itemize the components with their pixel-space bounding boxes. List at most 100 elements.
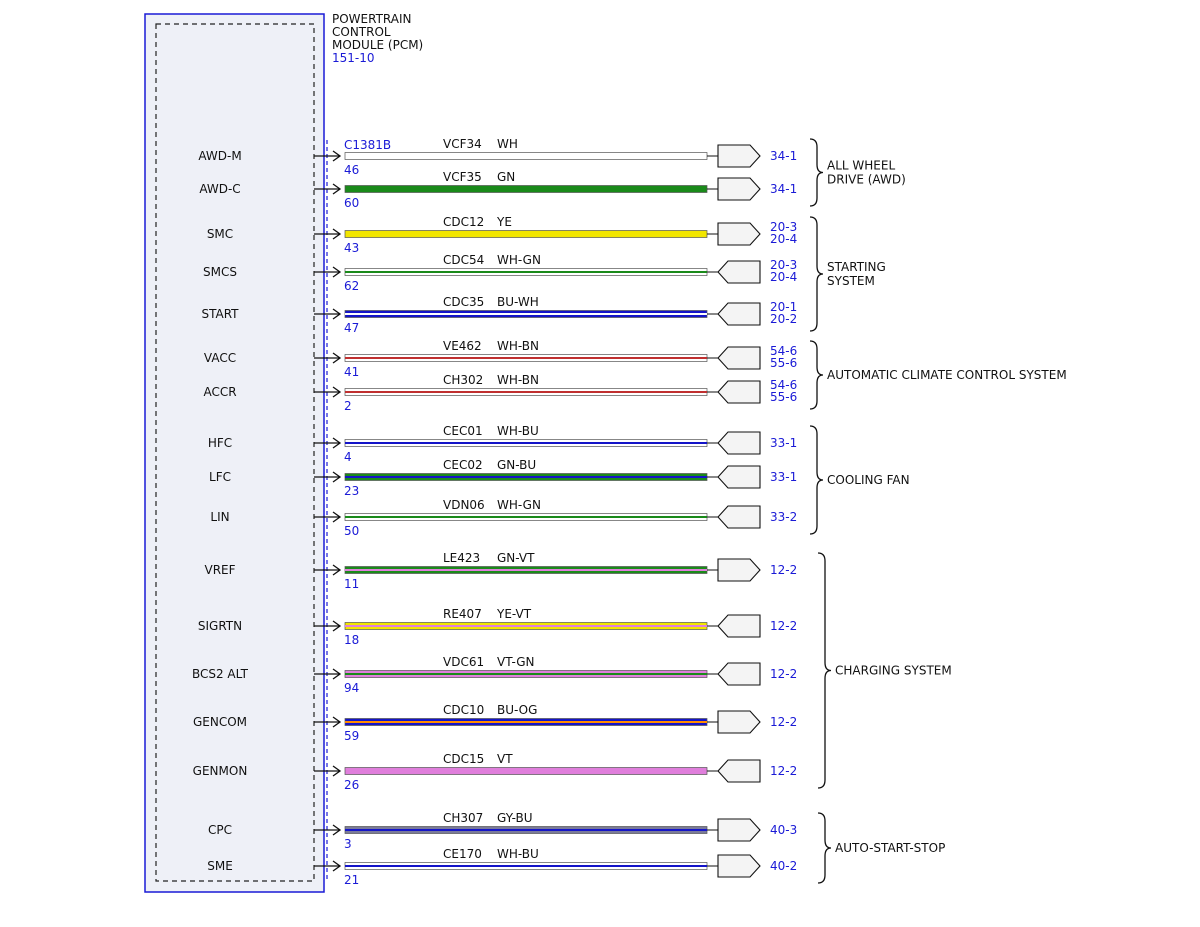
connector-label: C1381B xyxy=(344,138,391,152)
system-brace-icon xyxy=(809,216,824,332)
pin-arrow-icon xyxy=(332,386,342,398)
pin-number: 47 xyxy=(344,321,359,335)
pin-arrow-icon xyxy=(332,716,342,728)
destination-ref: 34-1 xyxy=(770,182,797,196)
pin-arrow-icon xyxy=(332,620,342,632)
wire-insulation xyxy=(344,152,708,160)
wire-stripe xyxy=(345,865,707,867)
module-title-line-2: CONTROL xyxy=(332,25,391,39)
connector-icon xyxy=(717,759,761,783)
destination-ref: 20-4 xyxy=(770,232,797,246)
system-group: AUTO-START-STOP xyxy=(817,812,945,884)
destination-ref: 20-1 xyxy=(770,300,797,314)
circuit-id: RE407 xyxy=(443,607,482,621)
pin-number: 59 xyxy=(344,729,359,743)
wire-stripe xyxy=(345,625,707,627)
destination-ref: 40-3 xyxy=(770,823,797,837)
module-title-line-1: POWERTRAIN xyxy=(332,12,412,26)
pin-number: 60 xyxy=(344,196,359,210)
wire-color-code: WH-GN xyxy=(497,498,541,512)
wire-stripe xyxy=(345,673,707,675)
wire-insulation xyxy=(344,767,708,775)
pin-arrow-icon xyxy=(332,824,342,836)
circuit-id: CEC02 xyxy=(443,458,483,472)
wire-stripe xyxy=(345,476,707,478)
connector-icon xyxy=(717,222,761,246)
destination-ref: 12-2 xyxy=(770,563,797,577)
pin-arrow-icon xyxy=(332,183,342,195)
pin-number: 94 xyxy=(344,681,359,695)
module-ref: 151-10 xyxy=(332,51,375,65)
system-brace-icon xyxy=(817,552,832,789)
connector-icon xyxy=(717,302,761,326)
signal-name: AWD-C xyxy=(199,182,240,196)
destination-ref: 20-3 xyxy=(770,258,797,272)
connector-icon xyxy=(717,818,761,842)
wire-stripe xyxy=(345,313,707,315)
pin-arrow-icon xyxy=(332,150,342,162)
circuit-row: AWD-C VCF35 GN 60 34-1 xyxy=(199,170,797,210)
circuit-id: CH302 xyxy=(443,373,483,387)
destination-ref: 40-2 xyxy=(770,859,797,873)
signal-name: GENCOM xyxy=(193,715,247,729)
signal-name: SMCS xyxy=(203,265,237,279)
system-group: COOLING FAN xyxy=(809,425,910,535)
wire-color-code: GN-VT xyxy=(497,551,535,565)
destination-ref: 12-2 xyxy=(770,667,797,681)
circuit-id: VE462 xyxy=(443,339,482,353)
system-label: CHARGING SYSTEM xyxy=(835,664,952,678)
wire-color-code: YE-VT xyxy=(496,607,532,621)
circuit-id: VCF35 xyxy=(443,170,482,184)
pin-arrow-icon xyxy=(332,668,342,680)
connector-icon xyxy=(717,380,761,404)
wire-stripe xyxy=(345,357,707,359)
destination-ref: 33-2 xyxy=(770,510,797,524)
wire-color-code: WH-BU xyxy=(497,847,539,861)
pin-number: 3 xyxy=(344,837,352,851)
system-label: AUTO-START-STOP xyxy=(835,841,945,855)
connector-icon xyxy=(717,505,761,529)
circuit-id: CH307 xyxy=(443,811,483,825)
signal-name: AWD-M xyxy=(198,149,241,163)
connector-icon xyxy=(717,431,761,455)
pin-number: 43 xyxy=(344,241,359,255)
destination-ref: 33-1 xyxy=(770,470,797,484)
system-label: COOLING FAN xyxy=(827,473,910,487)
wire-stripe xyxy=(345,442,707,444)
pin-number: 11 xyxy=(344,577,359,591)
circuit-id: CDC12 xyxy=(443,215,484,229)
pin-number: 4 xyxy=(344,450,352,464)
signal-name: LFC xyxy=(209,470,231,484)
circuit-id: LE423 xyxy=(443,551,480,565)
wire-color-code: VT xyxy=(497,752,513,766)
pin-number: 26 xyxy=(344,778,359,792)
wire-color-code: BU-WH xyxy=(497,295,539,309)
wire-color-code: GN xyxy=(497,170,515,184)
connector-icon xyxy=(717,662,761,686)
connector-icon xyxy=(717,614,761,638)
wire-stripe xyxy=(345,721,707,723)
pin-number: 21 xyxy=(344,873,359,887)
system-group: AUTOMATIC CLIMATE CONTROL SYSTEM xyxy=(809,340,1067,410)
signal-name: VACC xyxy=(204,351,236,365)
wire-stripe xyxy=(345,516,707,518)
wire-insulation xyxy=(344,230,708,238)
wire-stripe xyxy=(345,271,707,273)
circuit-id: CE170 xyxy=(443,847,482,861)
wire-insulation xyxy=(344,185,708,193)
connector-icon xyxy=(717,144,761,168)
